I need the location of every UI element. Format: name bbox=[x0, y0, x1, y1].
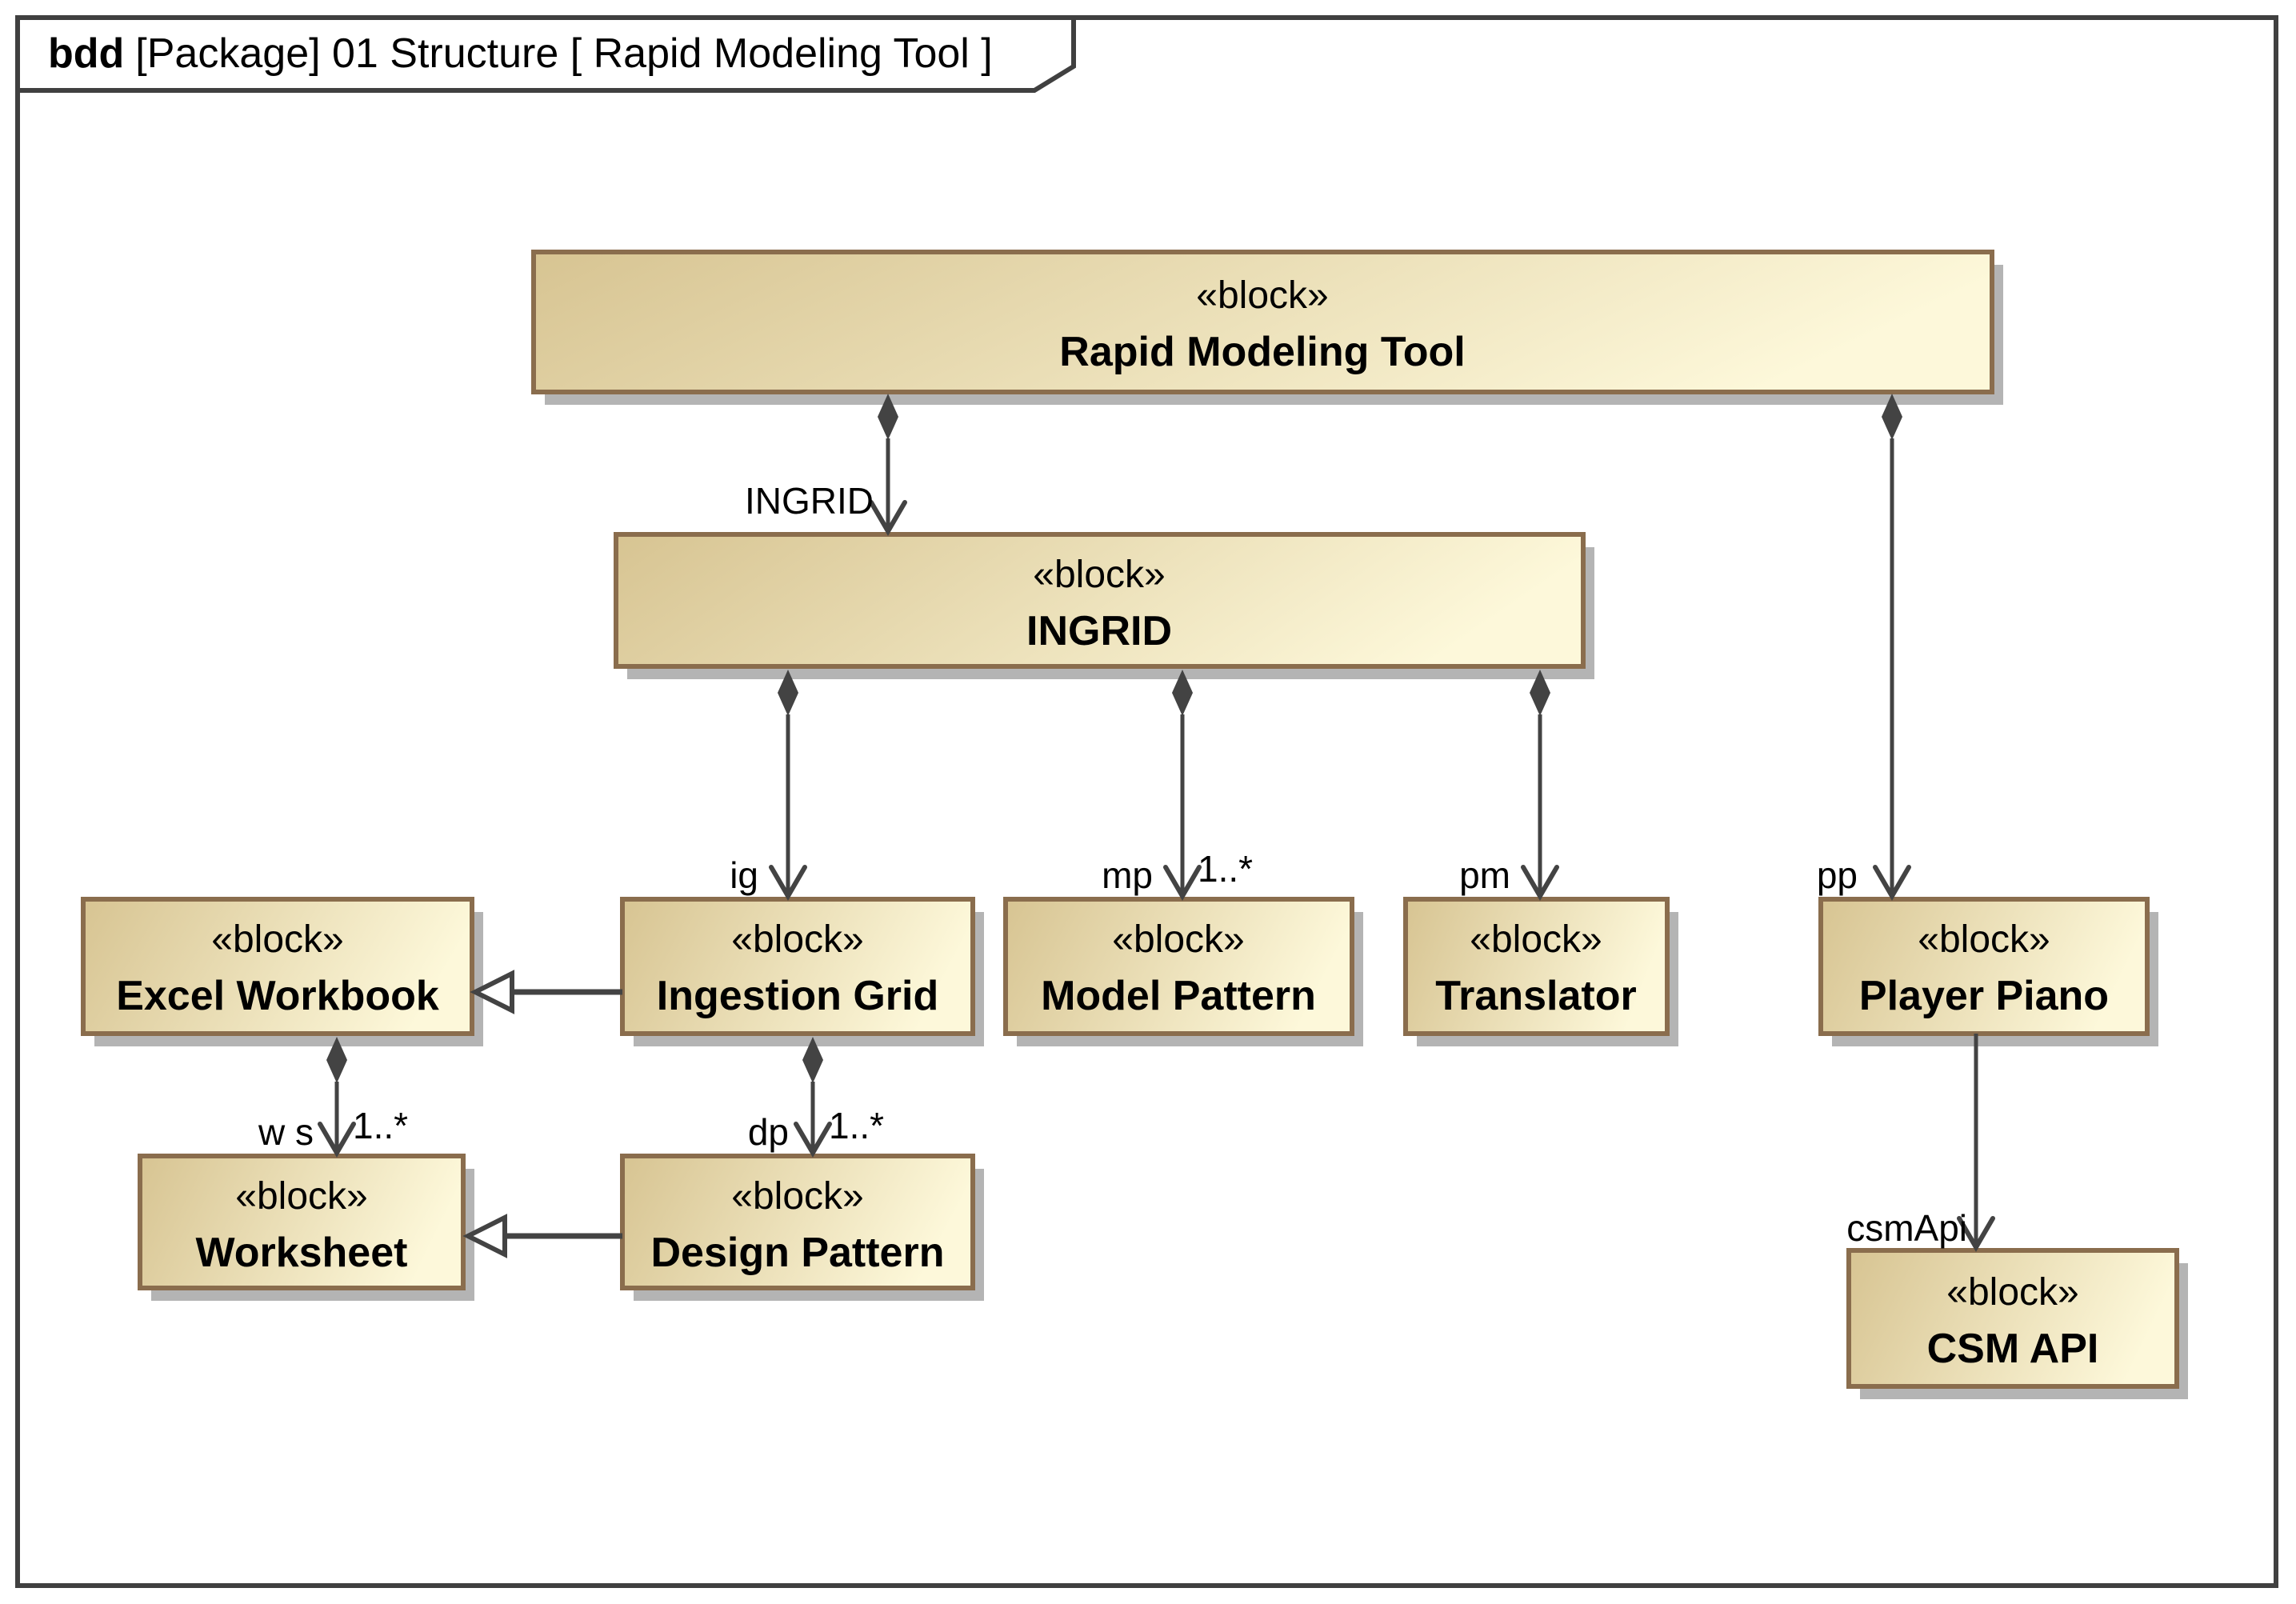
block-stereotype: «block» bbox=[731, 918, 863, 961]
block-name: Rapid Modeling Tool bbox=[1059, 329, 1465, 375]
block-translator[interactable]: «block» Translator bbox=[1403, 897, 1678, 1046]
role-label: pp bbox=[1817, 854, 1858, 896]
block-ingestion-grid[interactable]: «block» Ingestion Grid bbox=[620, 897, 984, 1046]
composition-excel-workbook-to-worksheet[interactable]: w s 1..* bbox=[258, 1037, 408, 1158]
block-stereotype: «block» bbox=[1033, 554, 1165, 596]
multiplicity-label: 1..* bbox=[353, 1105, 408, 1146]
composite-diamond bbox=[1882, 394, 1902, 440]
generalization-design-pattern-to-worksheet[interactable] bbox=[462, 1214, 622, 1258]
block-stereotype: «block» bbox=[1946, 1271, 2078, 1314]
block-stereotype: «block» bbox=[1470, 918, 1602, 961]
block-stereotype: «block» bbox=[1112, 918, 1244, 961]
composition-rmt-to-player-piano[interactable]: pp bbox=[1817, 394, 1911, 901]
block-name: Player Piano bbox=[1859, 973, 2109, 1019]
block-name: Ingestion Grid bbox=[657, 973, 938, 1019]
arrowhead-icon bbox=[1163, 865, 1202, 901]
block-rapid-modeling-tool[interactable]: «block» Rapid Modeling Tool bbox=[531, 250, 2003, 405]
generalization-ingestion-grid-to-excel-workbook[interactable] bbox=[470, 970, 622, 1014]
block-stereotype: «block» bbox=[1196, 274, 1328, 317]
block-name: Design Pattern bbox=[651, 1230, 945, 1276]
role-label: INGRID bbox=[745, 480, 874, 522]
block-name: Translator bbox=[1435, 973, 1636, 1019]
composition-ingestion-grid-to-design-pattern[interactable]: dp 1..* bbox=[748, 1037, 884, 1158]
block-csm-api[interactable]: «block» CSM API bbox=[1846, 1248, 2188, 1399]
generalization-triangle-icon bbox=[470, 970, 514, 1014]
composite-diamond bbox=[778, 670, 798, 716]
block-stereotype: «block» bbox=[211, 918, 343, 961]
block-body[interactable] bbox=[81, 897, 474, 1036]
composite-diamond bbox=[1530, 670, 1550, 716]
role-label: csmApi bbox=[1846, 1207, 1967, 1249]
block-player-piano[interactable]: «block» Player Piano bbox=[1818, 897, 2158, 1046]
block-stereotype: «block» bbox=[1918, 918, 2050, 961]
block-body[interactable] bbox=[1003, 897, 1354, 1036]
arrowhead-icon bbox=[794, 1122, 832, 1158]
composition-ingrid-to-ingestion-grid[interactable]: ig bbox=[730, 670, 807, 901]
block-excel-workbook[interactable]: «block» Excel Workbook bbox=[81, 897, 483, 1046]
composite-diamond bbox=[326, 1037, 347, 1083]
block-stereotype: «block» bbox=[235, 1175, 367, 1218]
composition-ingrid-to-model-pattern[interactable]: mp 1..* bbox=[1102, 670, 1253, 901]
generalization-triangle-icon bbox=[462, 1214, 507, 1258]
block-body[interactable] bbox=[1846, 1248, 2179, 1389]
block-worksheet[interactable]: «block» Worksheet bbox=[138, 1154, 474, 1301]
role-label: dp bbox=[748, 1111, 789, 1153]
block-body[interactable] bbox=[620, 897, 975, 1036]
block-model-pattern[interactable]: «block» Model Pattern bbox=[1003, 897, 1363, 1046]
multiplicity-label: 1..* bbox=[829, 1105, 884, 1146]
role-label: ig bbox=[730, 854, 758, 896]
role-label: mp bbox=[1102, 854, 1153, 896]
association-player-piano-to-csm-api[interactable]: csmApi bbox=[1846, 1034, 1995, 1252]
role-label: w s bbox=[258, 1111, 314, 1153]
block-body[interactable] bbox=[1403, 897, 1670, 1036]
arrowhead-icon bbox=[318, 1122, 356, 1158]
frame-title-tab bbox=[15, 15, 1076, 93]
arrowhead-icon bbox=[869, 500, 907, 536]
arrowhead-icon bbox=[1957, 1216, 1995, 1252]
role-label: pm bbox=[1459, 854, 1510, 896]
composition-ingrid-to-translator[interactable]: pm bbox=[1459, 670, 1559, 901]
block-body[interactable] bbox=[620, 1154, 975, 1290]
block-stereotype: «block» bbox=[731, 1175, 863, 1218]
block-name: Model Pattern bbox=[1041, 973, 1316, 1019]
diagram-title: bdd[Package] 01 Structure [ Rapid Modeli… bbox=[48, 30, 993, 77]
block-design-pattern[interactable]: «block» Design Pattern bbox=[620, 1154, 984, 1301]
block-name: Worksheet bbox=[196, 1230, 408, 1276]
arrowhead-icon bbox=[1873, 865, 1911, 901]
block-name: CSM API bbox=[1927, 1326, 2099, 1372]
composite-diamond bbox=[802, 1037, 823, 1083]
block-ingrid[interactable]: «block» INGRID bbox=[614, 532, 1594, 679]
block-body[interactable] bbox=[531, 250, 1994, 394]
block-name: INGRID bbox=[1026, 608, 1172, 654]
composite-diamond bbox=[878, 394, 898, 440]
composite-diamond bbox=[1172, 670, 1193, 716]
block-body[interactable] bbox=[1818, 897, 2150, 1036]
arrowhead-icon bbox=[1521, 865, 1559, 901]
block-body[interactable] bbox=[614, 532, 1586, 669]
arrowhead-icon bbox=[769, 865, 807, 901]
block-name: Excel Workbook bbox=[116, 973, 439, 1019]
multiplicity-label: 1..* bbox=[1198, 848, 1253, 890]
composition-rmt-to-ingrid[interactable]: INGRID bbox=[745, 394, 907, 536]
block-body[interactable] bbox=[138, 1154, 466, 1290]
